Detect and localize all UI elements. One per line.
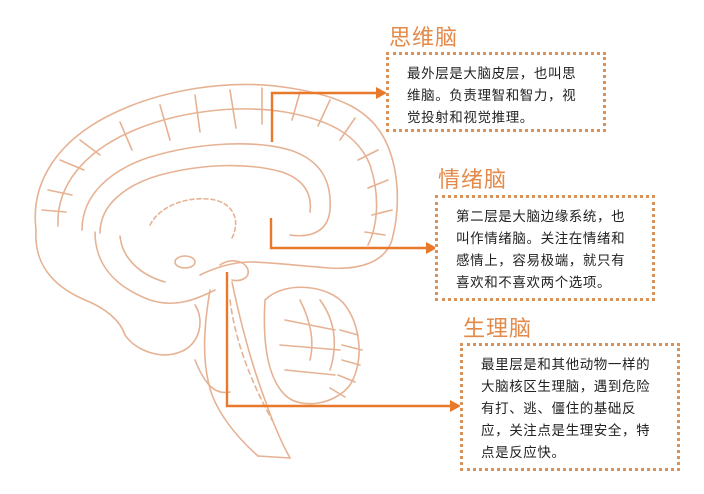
title-thinking-brain: 思维脑 — [389, 26, 459, 51]
desc-line: 感情上，容易极端，就只有 — [456, 253, 626, 269]
desc-line: 叫作情绪脑。关注在情绪和 — [456, 231, 626, 247]
box-thinking-brain: 最外层是大脑皮层，也叫思 维脑。负责理智和智力，视 觉投射和视觉推理。 — [386, 52, 606, 132]
desc-line: 觉投射和视觉推理。 — [407, 110, 534, 126]
desc-line: 第二层是大脑边缘系统，也 — [456, 209, 626, 225]
box-emotional-brain: 第二层是大脑边缘系统，也 叫作情绪脑。关注在情绪和 感情上，容易极端，就只有 喜… — [435, 195, 655, 301]
desc-line: 维脑。负责理智和智力，视 — [407, 88, 577, 104]
arrow-limbic — [269, 218, 428, 250]
desc-line: 应，关注点是生理安全，特 — [481, 423, 651, 439]
arrow-cortex — [270, 91, 378, 142]
desc-line: 点是反应快。 — [481, 445, 566, 461]
desc-line: 最里层是和其他动物一样的 — [481, 357, 651, 373]
title-physiological-brain: 生理脑 — [463, 317, 533, 342]
title-emotional-brain: 情绪脑 — [438, 168, 508, 193]
box-physiological-brain: 最里层是和其他动物一样的 大脑核区生理脑，遇到危险 有打、逃、僵住的基础反 应，… — [460, 343, 680, 471]
desc-line: 大脑核区生理脑，遇到危险 — [481, 379, 651, 395]
arrow-reptilian — [225, 272, 452, 408]
desc-line: 喜欢和不喜欢两个选项。 — [456, 275, 612, 291]
desc-line: 有打、逃、僵住的基础反 — [481, 401, 637, 417]
desc-line: 最外层是大脑皮层，也叫思 — [407, 66, 577, 82]
